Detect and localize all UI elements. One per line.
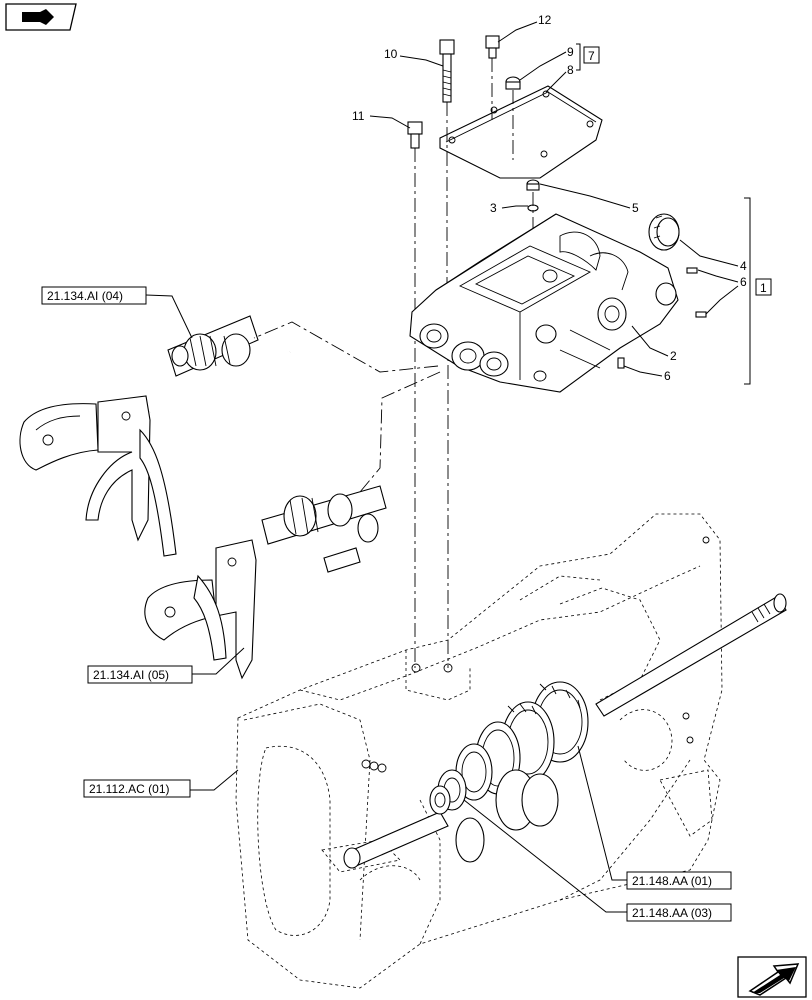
kit-label-7: 7 [588,49,595,63]
callout-3: 3 [490,201,497,215]
bolt-12 [485,35,500,59]
pin-6-c [617,357,625,369]
callout-12: 12 [538,13,552,27]
connection-line-05 [359,371,441,493]
ref-shift-fork-04[interactable]: 21.134.AI (04) [41,286,193,339]
callout-5: 5 [632,201,639,215]
shift-fork-assembly-04 [19,315,292,557]
svg-text:21.148.AA (03): 21.148.AA (03) [632,906,712,920]
kit-label-1: 1 [760,281,767,295]
transmission-housing [235,513,723,989]
svg-text:21.134.AI (05): 21.134.AI (05) [93,668,169,682]
shift-housing-2 [409,213,679,393]
plug-5 [526,179,540,191]
svg-text:21.148.AA (01): 21.148.AA (01) [632,874,712,888]
callout-8: 8 [567,63,574,77]
bracket-1 [744,197,751,385]
main-shaft [343,593,787,869]
callout-4: 4 [740,259,747,273]
callout-11: 11 [352,109,365,123]
svg-text:21.134.AI (04): 21.134.AI (04) [47,289,123,303]
callout-10: 10 [384,47,398,61]
next-page-arrow-icon[interactable] [737,956,807,998]
seal-4 [648,213,680,251]
pin-6-b [695,311,707,318]
ref-housing[interactable]: 21.112.AC (01) [83,769,239,798]
cover-plate-8 [439,85,603,179]
callout-2: 2 [670,349,677,363]
callout-6-bottom: 6 [664,369,671,383]
kit-box-1 [755,278,772,296]
bolt-11 [407,121,423,149]
kit-box-7 [583,46,600,64]
pin-6-a [686,267,698,274]
bolt-10 [439,39,455,103]
callout-9: 9 [567,45,574,59]
bracket-7 [576,43,581,71]
ref-shift-fork-05[interactable]: 21.134.AI (05) [87,647,245,684]
gear-cluster [429,681,589,863]
book-navigation-icon[interactable] [5,3,77,31]
ref-gears-01[interactable]: 21.148.AA (01) [577,745,732,890]
connection-line-04 [253,321,439,373]
svg-text:21.112.AC (01): 21.112.AC (01) [89,782,170,796]
nut-9 [505,76,521,90]
callout-6-top: 6 [740,275,747,289]
ref-gears-03[interactable]: 21.148.AA (03) [463,799,732,922]
shift-fork-assembly-05 [144,485,387,680]
